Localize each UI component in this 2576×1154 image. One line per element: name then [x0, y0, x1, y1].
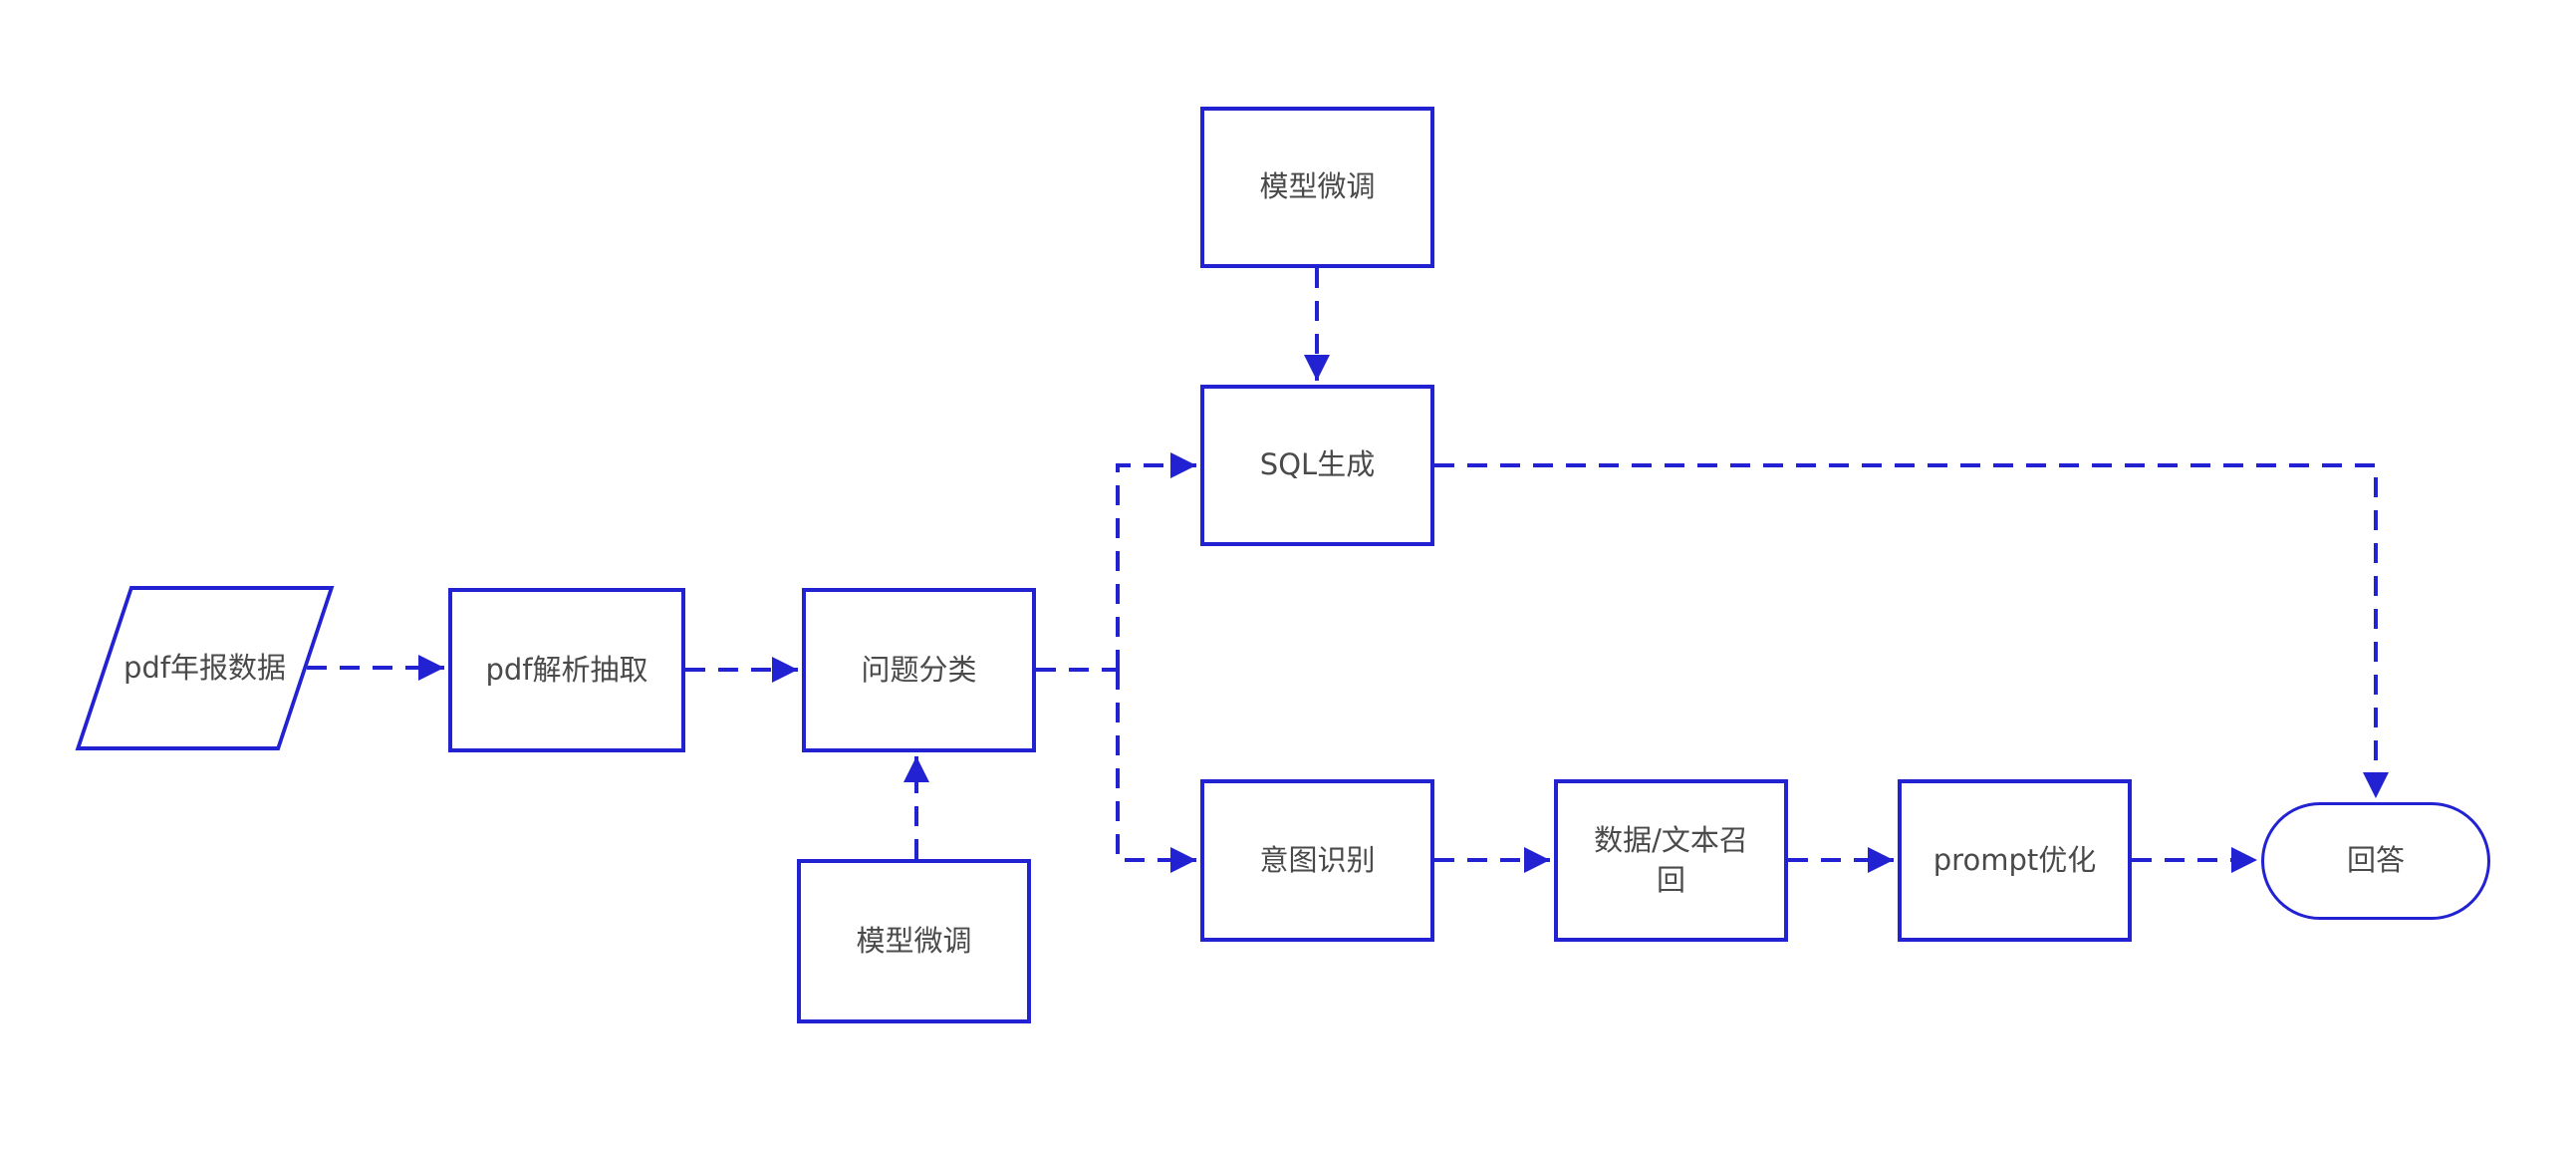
node-label: prompt优化 [1932, 842, 2097, 877]
node-intent-recognition: 意图识别 [1200, 779, 1434, 942]
edge-junction-to-intentrecog [1116, 670, 1196, 873]
node-data-text-recall: 数据/文本召回 [1554, 779, 1788, 942]
node-label: pdf解析抽取 [485, 652, 648, 687]
node-question-classification: 问题分类 [802, 588, 1036, 752]
node-label: SQL生成 [1259, 447, 1376, 482]
node-label: 意图识别 [1259, 842, 1376, 877]
node-pdf-parse-extract: pdf解析抽取 [448, 588, 685, 752]
node-sql-generation: SQL生成 [1200, 385, 1434, 546]
node-answer: 回答 [2261, 802, 2490, 920]
edge-sqlgen-to-answer [1434, 463, 2389, 798]
node-label: 数据/文本召回 [1594, 823, 1748, 897]
node-label: 问题分类 [861, 652, 977, 687]
node-label: 模型微调 [856, 923, 972, 958]
node-label: pdf年报数据 [123, 650, 287, 685]
node-model-finetune-bottom: 模型微调 [797, 859, 1031, 1023]
node-model-finetune-top: 模型微调 [1200, 107, 1434, 268]
node-label: 模型微调 [1259, 169, 1376, 204]
node-label: 回答 [2346, 843, 2405, 878]
node-prompt-optimization: prompt优化 [1898, 779, 2132, 942]
edge-junction-to-sqlgen [1116, 452, 1196, 670]
